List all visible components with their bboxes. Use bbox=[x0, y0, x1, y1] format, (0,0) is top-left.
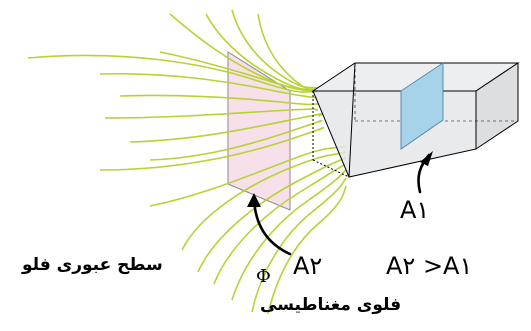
area-relation: A۲ >A۱ bbox=[386, 252, 473, 280]
arrowhead-a2 bbox=[247, 193, 261, 207]
surface-a1 bbox=[400, 62, 444, 150]
flux-caption: فلوی مغناطیسی bbox=[260, 295, 402, 315]
label-a1: A۱ bbox=[400, 196, 430, 224]
arrowhead-a1 bbox=[420, 151, 433, 166]
magnetic-field-lines bbox=[27, 9, 347, 315]
prism-box bbox=[311, 62, 520, 178]
label-phi: Φ bbox=[256, 266, 271, 287]
surface-caption: سطح عبوری فلو bbox=[22, 255, 163, 275]
box-front-face bbox=[312, 90, 477, 178]
label-a2: A۲ bbox=[293, 252, 323, 280]
